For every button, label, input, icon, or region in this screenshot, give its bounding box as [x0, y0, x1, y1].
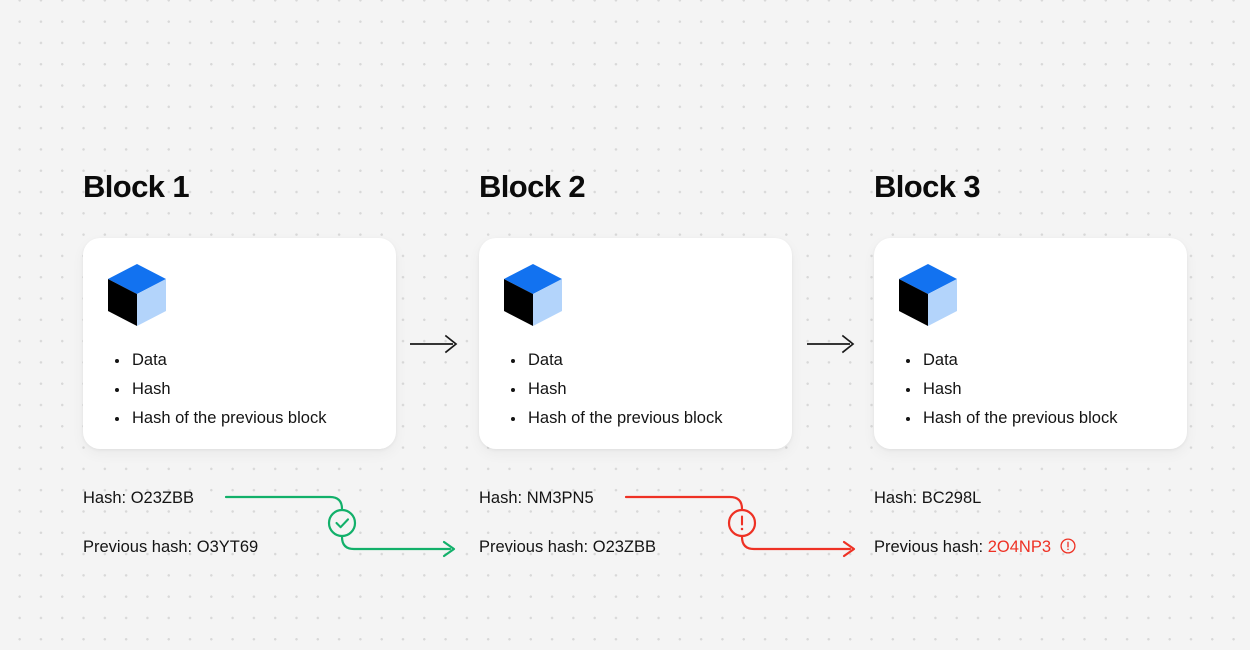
alert-circle-icon — [727, 508, 757, 538]
hash-label: Hash: — [874, 489, 918, 507]
block-title-1: Block 1 — [83, 169, 190, 204]
block-hash-1: Hash: O23ZBB — [83, 489, 194, 508]
list-item: Hash of the previous block — [507, 404, 722, 433]
block-hash-3: Hash: BC298L — [874, 489, 981, 508]
cube-icon — [108, 264, 166, 326]
cube-icon — [899, 264, 957, 326]
cube-icon — [504, 264, 562, 326]
prev-hash-value: O23ZBB — [592, 538, 657, 556]
block-card-3[interactable]: Data Hash Hash of the previous block — [874, 238, 1187, 449]
arrow-right-icon — [409, 329, 463, 359]
hash-value: BC298L — [921, 489, 982, 507]
connector-block2-block3 — [622, 484, 870, 566]
list-item: Data — [111, 346, 326, 375]
connector-block1-block2 — [222, 484, 470, 566]
block-title-2: Block 2 — [479, 169, 586, 204]
list-item: Hash — [111, 375, 326, 404]
check-circle-icon — [327, 508, 357, 538]
prev-hash-value-invalid: 2O4NP3 — [987, 538, 1052, 556]
alert-circle-icon — [1060, 538, 1076, 559]
prev-hash-label: Previous hash: — [874, 538, 984, 556]
list-item: Hash — [902, 375, 1117, 404]
hash-value: O23ZBB — [130, 489, 194, 507]
block-prev-hash-3: Previous hash: 2O4NP3 — [874, 538, 1076, 559]
hash-label: Hash: — [479, 489, 523, 507]
block-contents-list-2: Data Hash Hash of the previous block — [507, 346, 722, 433]
list-item: Data — [507, 346, 722, 375]
list-item: Hash of the previous block — [111, 404, 326, 433]
block-contents-list-3: Data Hash Hash of the previous block — [902, 346, 1117, 433]
list-item: Hash — [507, 375, 722, 404]
hash-value: NM3PN5 — [526, 489, 594, 507]
block-prev-hash-2: Previous hash: O23ZBB — [479, 538, 656, 557]
list-item: Data — [902, 346, 1117, 375]
block-hash-2: Hash: NM3PN5 — [479, 489, 594, 508]
arrow-right-icon — [806, 329, 860, 359]
block-card-2[interactable]: Data Hash Hash of the previous block — [479, 238, 792, 449]
list-item: Hash of the previous block — [902, 404, 1117, 433]
block-title-3: Block 3 — [874, 169, 981, 204]
block-contents-list-1: Data Hash Hash of the previous block — [111, 346, 326, 433]
block-card-1[interactable]: Data Hash Hash of the previous block — [83, 238, 396, 449]
prev-hash-value: O3YT69 — [196, 538, 259, 556]
block-prev-hash-1: Previous hash: O3YT69 — [83, 538, 258, 557]
hash-label: Hash: — [83, 489, 127, 507]
prev-hash-label: Previous hash: — [479, 538, 589, 556]
prev-hash-label: Previous hash: — [83, 538, 193, 556]
